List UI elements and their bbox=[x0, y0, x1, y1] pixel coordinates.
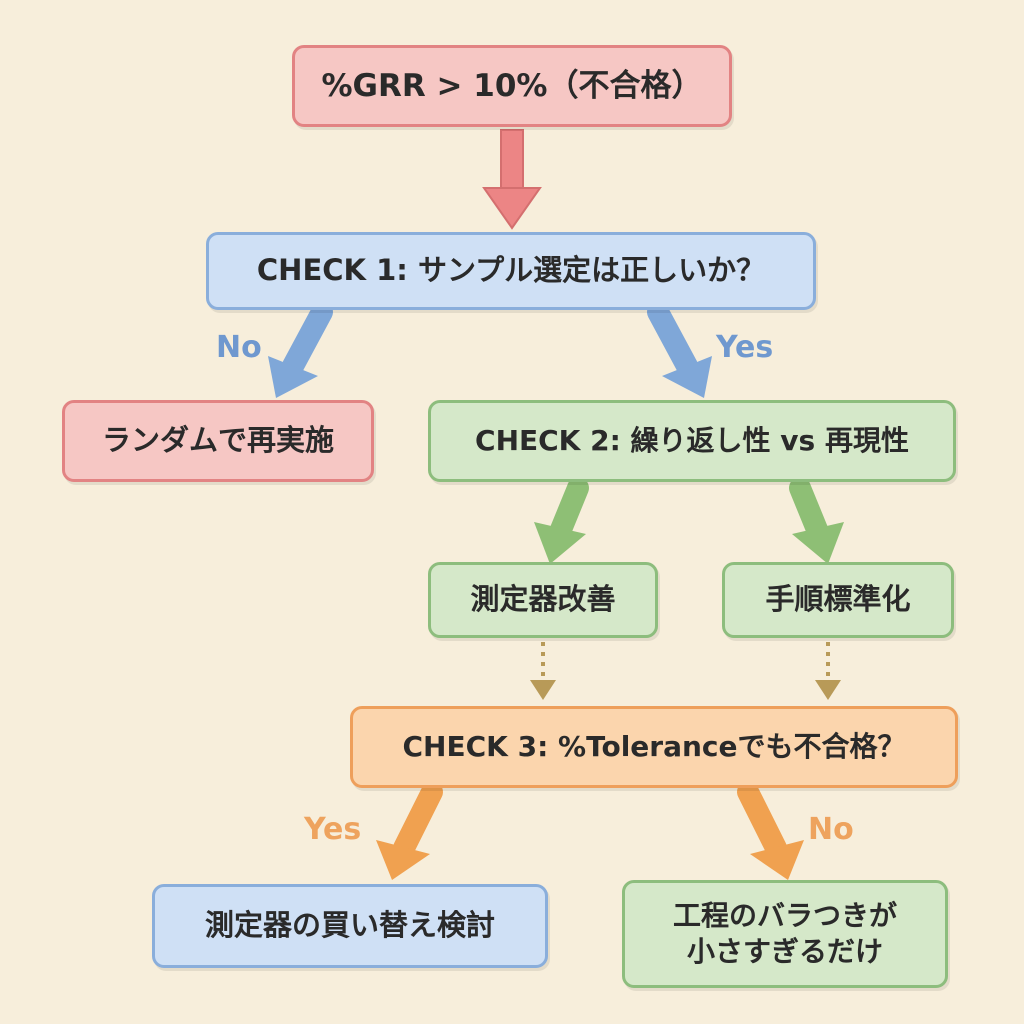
arrow-check3-yes bbox=[376, 781, 443, 880]
check1-yes-label: Yes bbox=[716, 330, 774, 365]
check1-no-label: No bbox=[216, 330, 262, 365]
improve-node: 測定器改善 bbox=[428, 562, 658, 638]
random-node-label: ランダムで再実施 bbox=[101, 423, 334, 458]
arrow-check2-to-standardize bbox=[789, 477, 844, 564]
process-node-line1: 工程のバラつきが bbox=[672, 898, 897, 932]
check3-node: CHECK 3: %Toleranceでも不合格？ bbox=[350, 706, 958, 788]
arrow-check1-no bbox=[268, 301, 333, 398]
check3-node-label: CHECK 3: %Toleranceでも不合格？ bbox=[402, 729, 906, 763]
start-node: %GRR > 10%（不合格） bbox=[292, 45, 732, 127]
dotted-arrow-standardize-to-check3 bbox=[815, 642, 841, 700]
check2-node-label: CHECK 2: 繰り返し性 vs 再現性 bbox=[475, 423, 909, 457]
arrow-check3-no bbox=[737, 781, 804, 880]
start-node-label: %GRR > 10%（不合格） bbox=[321, 67, 703, 104]
standardize-node-label: 手順標準化 bbox=[765, 582, 911, 617]
improve-node-label: 測定器改善 bbox=[470, 582, 616, 617]
standardize-node: 手順標準化 bbox=[722, 562, 954, 638]
random-node: ランダムで再実施 bbox=[62, 400, 374, 482]
arrow-start-to-check1 bbox=[482, 129, 542, 230]
dotted-arrow-improve-to-check3 bbox=[530, 642, 556, 700]
replace-node: 測定器の買い替え検討 bbox=[152, 884, 548, 968]
check1-node: CHECK 1: サンプル選定は正しいか？ bbox=[206, 232, 816, 310]
process-node-line2: 小さすぎるだけ bbox=[686, 935, 883, 968]
arrow-check2-to-improve bbox=[534, 477, 589, 564]
replace-node-label: 測定器の買い替え検討 bbox=[204, 908, 495, 943]
check2-node: CHECK 2: 繰り返し性 vs 再現性 bbox=[428, 400, 956, 482]
check3-yes-label: Yes bbox=[304, 812, 362, 847]
process-node: 工程のバラつきが 小さすぎるだけ bbox=[622, 880, 948, 988]
check1-node-label: CHECK 1: サンプル選定は正しいか？ bbox=[256, 253, 766, 288]
arrow-check1-yes bbox=[647, 301, 712, 398]
check3-no-label: No bbox=[808, 812, 854, 847]
